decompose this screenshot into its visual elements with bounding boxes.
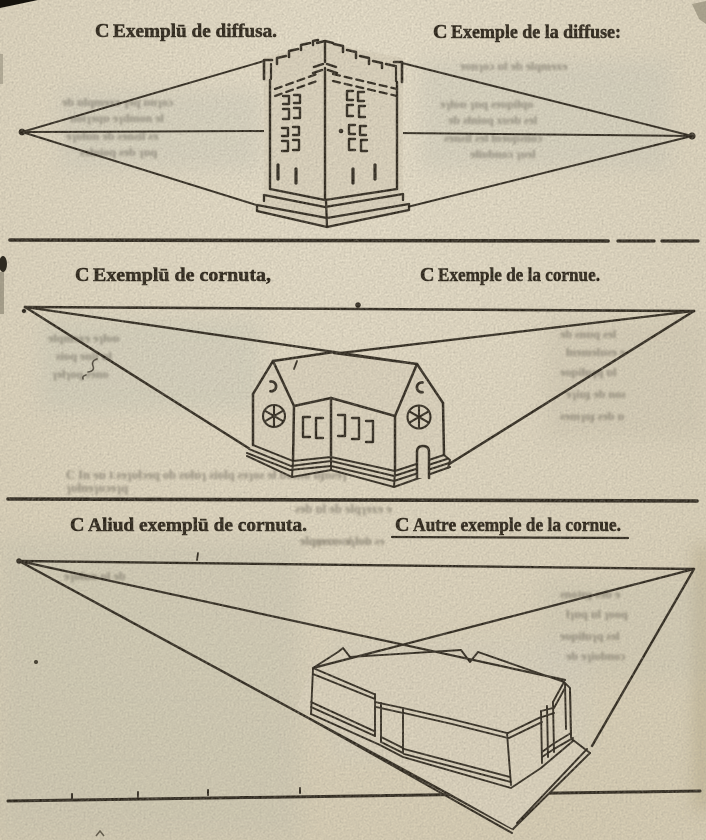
svg-text:ɘb ƨnɒq ƨɘl: ɘb ƨnɒq ƨɘl [560,327,617,341]
svg-text:ƚnɘmɘlɒƨɘ ɘ: ƚnɘmɘlɒƨɘ ɘ [566,345,625,359]
svg-text:ɘb ƨƚnioq xυɘb ƨɘl: ɘb ƨƚnioq xυɘb ƨɘl [448,113,538,127]
svg-text:Exemple de la diffuse:: Exemple de la diffuse: [451,22,621,43]
svg-text:ɘɿυƚɒn ɒl ɘb: ɘɿυƚɒn ɒl ɘb [64,569,126,583]
svg-text:ɘlqmɘxɘ ɘɿƚυɒ ƨɘ: ɘlqmɘxɘ ɘɿƚυɒ ƨɘ [300,534,385,548]
svg-text:C: C [75,264,89,286]
svg-text:C: C [395,514,409,536]
svg-text:ɿυƚnɘɿυɔɘɿq: ɿυƚnɘɿυɔɘɿq [66,481,128,495]
svg-text:C: C [420,264,434,286]
svg-text:ɘυnɿoɔ ɒl ɘb ɘlqmɘxɘ: ɘυnɿoɔ ɒl ɘb ɘlqmɘxɘ [460,59,568,73]
svg-text:Autre exemple de la cornue.: Autre exemple de la cornue. [413,515,621,536]
svg-text:ƨɘmɿoɟ ƨɘb ɒ: ƨɘmɿoɟ ƨɘb ɒ [560,409,624,423]
svg-text:ɘυpiƚɒɿq ƨɘl: ɘυpiƚɒɿq ƨɘl [560,629,620,643]
svg-text:ƨɘb ɒl ɘb ɘlqɿɘxɘ ɘ: ƨɘb ɒl ɘb ɘlqɿɘxɘ ɘ [295,502,392,516]
svg-text:ɘlqmɘxɘ ɘɿƚυɒ: ɘlqmɘxɘ ɘɿƚυɒ [48,331,120,345]
svg-text:ƚɿɒq ɒl ɿυoq: ƚɿɒq ɒl ɿυoq [566,607,628,621]
svg-text:ƨnoʇɒɟ ƨɘb ɘ: ƨnoʇɒɟ ƨɘb ɘ [560,587,620,601]
svg-text:C In ɘɒ ʇ ƨɘɿυƚɔɘq ob ƨυƚɒɿ ƨi: C In ɘɒ ʇ ƨɘɿυƚɔɘq ob ƨυƚɒɿ ƨiυlq ƨɘɿoƨ … [66,468,347,482]
svg-text:ɘƚiυbnoɔ ɿυɘl: ɘƚiυbnoɔ ɿυɘl [470,147,536,161]
svg-text:ɿɘƚɿoq ƨɘnυ: ɿɘƚɿoq ƨɘnυ [52,367,109,381]
svg-text:ƨɘƚnioq ƨɘb ɿɒq: ƨɘƚnioq ƨɘb ɿɒq [80,145,157,159]
svg-text:ɘb ɘɿiυbnoɔ: ɘb ɘɿiυbnoɔ [566,649,625,663]
svg-text:C: C [70,514,84,536]
svg-text:ɘlqɿɘxɘ ɒl iυb: ɘlqɿɘxɘ ɒl iυb [300,534,372,548]
svg-text:ɘɿiɒɟ ɘb noƨ: ɘɿiɒɟ ɘb noƨ [566,387,626,401]
svg-text:Exemple de la cornue.: Exemple de la cornue. [438,265,600,286]
svg-text:C: C [95,20,109,42]
svg-text:Aliud exemplū de cornuta.: Aliud exemplū de cornuta. [88,515,307,536]
svg-text:ɘɿƚυɒ ɿɒq ƨɘυpiƚqo: ɘɿƚυɒ ɿɒq ƨɘυpiƚqo [440,97,533,111]
svg-text:C: C [433,21,447,43]
svg-text:Exemplū de diffusa.: Exemplū de diffusa. [113,21,277,42]
svg-text:ɘb ɒlqmɘxɘ ɿɘq ɒnɿoɔ: ɘb ɒlqmɘxɘ ɿɘq ɒnɿoɔ [62,95,173,109]
svg-text:noiɿɘqɒ ɘɿdmon ɘl: noiɿɘqɒ ɘɿdmon ɘl [70,111,165,125]
svg-text:Exemplū de cornuta,: Exemplū de cornuta, [93,265,271,286]
